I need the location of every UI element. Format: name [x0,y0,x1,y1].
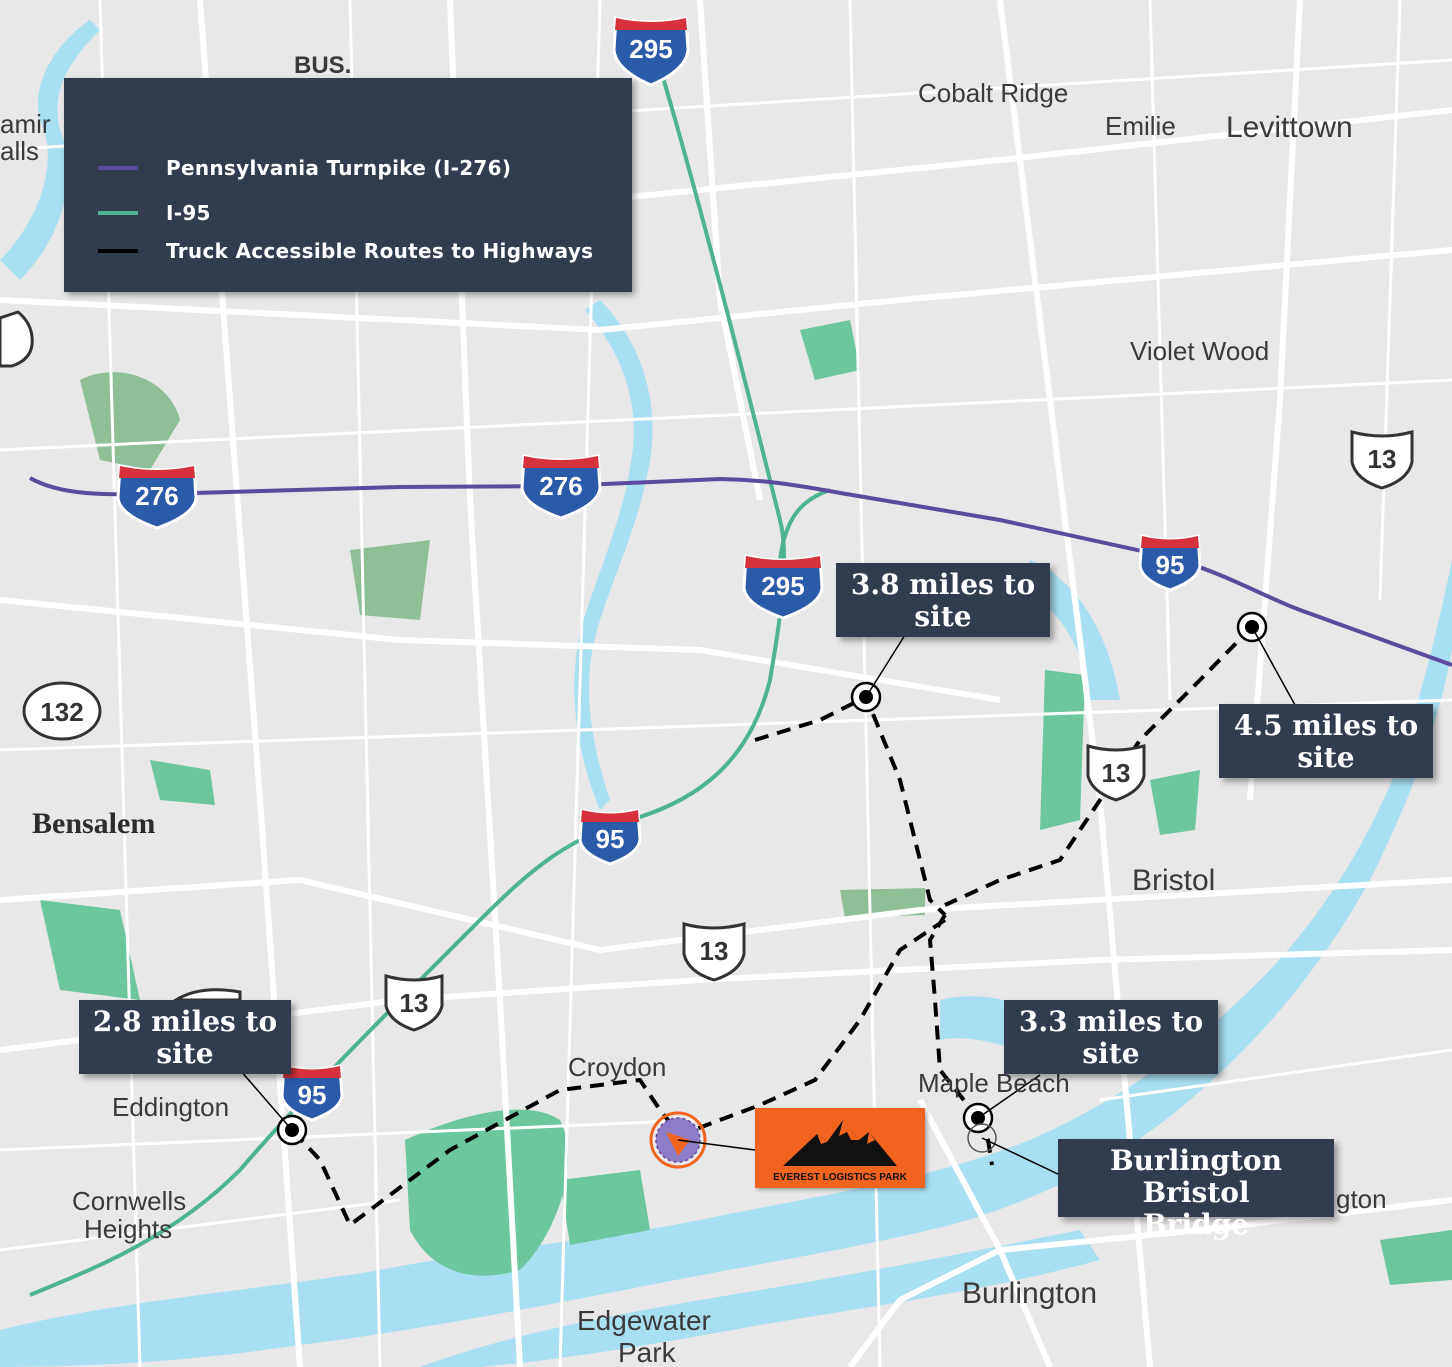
callout-3-3-miles: 3.3 miles to site [1004,1000,1218,1074]
neshaminy-creek [574,300,653,810]
callout-burlington-bristol-bridge: Burlington Bristol Bridge [1058,1139,1334,1241]
interstate-shield-95-right: 95 [1138,534,1202,592]
place-eddington: Eddington [112,1092,229,1122]
park [1380,1230,1452,1285]
callout-line: site [156,1037,214,1070]
place-violet-wood: Violet Wood [1130,336,1269,366]
interstate-shield-95-mid: 95 [578,808,642,866]
park [800,320,860,380]
legend-item-turnpike: Pennsylvania Turnpike (I-276) [98,156,511,180]
callout-line: Burlington Bristol [1110,1144,1282,1209]
place-bristol: Bristol [1132,864,1215,897]
interstate-shield-276-left: 276 [116,464,198,530]
map-legend: Pennsylvania Turnpike (I-276) I-95 Truck… [64,78,632,292]
svg-text:13: 13 [700,936,729,966]
park [1150,770,1200,835]
legend-item-truck-routes: Truck Accessible Routes to Highways [98,239,593,263]
legend-item-i95: I-95 [98,201,211,225]
place-cornwells-heights: Heights [84,1214,172,1244]
place-burlington: Burlington [962,1277,1097,1310]
place-bensalem: Bensalem [32,807,155,840]
place-edge-left-1: amir [0,109,51,139]
place-edgewater-park: Park [618,1337,677,1367]
creek-left [0,20,100,280]
callout-line: Bridge [1142,1208,1250,1241]
svg-text:13: 13 [400,988,429,1018]
svg-text:95: 95 [298,1080,327,1110]
us-shield-13-mid: 13 [682,922,746,982]
park [350,540,430,620]
svg-text:276: 276 [135,481,178,511]
callout-4-5-miles: 4.5 miles to site [1219,704,1433,778]
place-cobalt-ridge: Cobalt Ridge [918,78,1068,108]
pa-route-shield-132: 132 [22,681,102,741]
svg-text:95: 95 [596,824,625,854]
legend-label: Truck Accessible Routes to Highways [166,239,594,263]
legend-swatch-i95 [98,211,138,215]
interstate-shield-295-mid: 295 [742,554,824,620]
route-shield-partial-left [0,310,34,368]
callout-line: site [914,600,972,633]
park [40,900,140,1000]
callout-3-8-miles: 3.8 miles to site [836,563,1050,637]
interstate-shield-95-low: 95 [280,1064,344,1122]
place-croydon: Croydon [568,1052,666,1082]
us-shield-13-right: 13 [1350,430,1414,490]
callout-line: site [1297,741,1355,774]
us-shield-13-low: 13 [384,974,444,1032]
place-edgewater: Edgewater [577,1305,711,1336]
callout-line: site [1082,1037,1140,1070]
svg-text:276: 276 [539,471,582,501]
place-levittown: Levittown [1226,111,1353,144]
i276-route-line [29,476,1452,667]
mountain-icon [783,1120,897,1166]
legend-swatch-truck [98,249,138,253]
place-emilie: Emilie [1105,111,1176,141]
park [560,1170,650,1245]
route-shield-partial-low [170,988,242,1002]
svg-text:95: 95 [1156,550,1185,580]
us-shield-13-bristol: 13 [1086,744,1146,802]
callout-2-8-miles: 2.8 miles to site [79,1000,291,1074]
callout-line: 2.8 miles to [92,1005,278,1038]
svg-text:132: 132 [40,697,83,727]
park [1040,670,1085,830]
callout-line: 3.8 miles to [850,568,1036,601]
svg-text:13: 13 [1102,758,1131,788]
place-cornwells: Cornwells [72,1186,186,1216]
svg-text:13: 13 [1368,444,1397,474]
park [80,372,180,470]
label-bus: BUS. [294,52,351,79]
place-edge-right: gton [1336,1184,1387,1214]
interstate-shield-295-top: 295 [612,16,690,87]
svg-text:295: 295 [761,571,804,601]
callout-leaders [239,626,1296,1176]
svg-text:295: 295 [629,34,672,64]
legend-label: I-95 [166,201,211,225]
interstate-shield-276-mid: 276 [520,454,602,520]
river-lower [420,1230,1100,1367]
legend-swatch-turnpike [98,166,138,170]
place-edge-left-2: alls [0,136,39,166]
legend-label: Pennsylvania Turnpike (I-276) [166,156,512,180]
everest-logistics-park-logo[interactable]: EVEREST LOGISTICS PARK [755,1108,925,1188]
callout-line: 3.3 miles to [1018,1005,1204,1038]
callout-line: 4.5 miles to [1233,709,1419,742]
park [150,760,215,805]
i95-connector [778,488,831,561]
logo-text: EVEREST LOGISTICS PARK [773,1172,907,1183]
